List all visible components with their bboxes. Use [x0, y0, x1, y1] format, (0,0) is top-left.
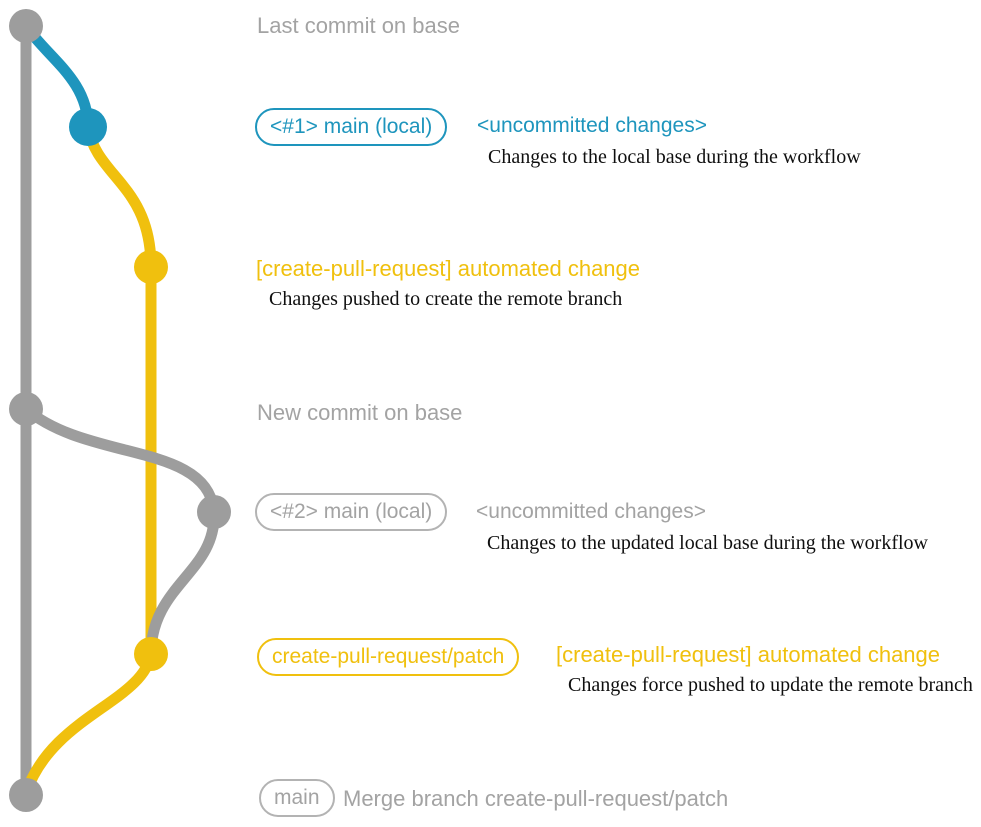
caption-new-commit-on-base: New commit on base [257, 400, 463, 425]
description-local-base-changes: Changes to the local base during the wor… [488, 146, 861, 168]
commit-node-new-commit-on-base [9, 392, 43, 426]
commit-node-automated-change-2 [134, 637, 168, 671]
patch-merge-line-yellow [20, 648, 157, 799]
rebase-branch-line-gray-in [145, 506, 220, 660]
description-push-create-remote-branch: Changes pushed to create the remote bran… [269, 288, 623, 310]
branch-badge-main-local-2: <#2> main (local) [255, 493, 448, 531]
patch-branch-line-yellow [82, 121, 157, 660]
commit-node-last-commit-on-base [9, 9, 43, 43]
description-updated-local-base-changes: Changes to the updated local base during… [487, 532, 928, 554]
caption-merge-branch: Merge branch create-pull-request/patch [343, 786, 729, 811]
uncommitted-changes-tag-1: <uncommitted changes> [477, 114, 707, 137]
branch-badge-main: main [259, 779, 335, 817]
branch-badge-main-local-1: <#1> main (local) [255, 108, 448, 146]
commit-node-merge-commit [9, 778, 43, 812]
branch-badge-create-pull-request-patch: create-pull-request/patch [257, 638, 520, 676]
heading-automated-change-1: [create-pull-request] automated change [256, 256, 641, 281]
description-force-push-remote-branch: Changes force pushed to update the remot… [568, 674, 973, 696]
commit-graph [9, 9, 231, 812]
commit-node-uncommitted-changes-2 [197, 495, 231, 529]
caption-last-commit-on-base: Last commit on base [257, 13, 460, 38]
heading-automated-change-2: [create-pull-request] automated change [556, 642, 941, 667]
rebase-branch-line-gray-out [20, 403, 220, 518]
commit-node-uncommitted-changes-1 [69, 108, 107, 146]
commit-node-automated-change-1 [134, 250, 168, 284]
uncommitted-changes-tag-2: <uncommitted changes> [476, 500, 706, 523]
